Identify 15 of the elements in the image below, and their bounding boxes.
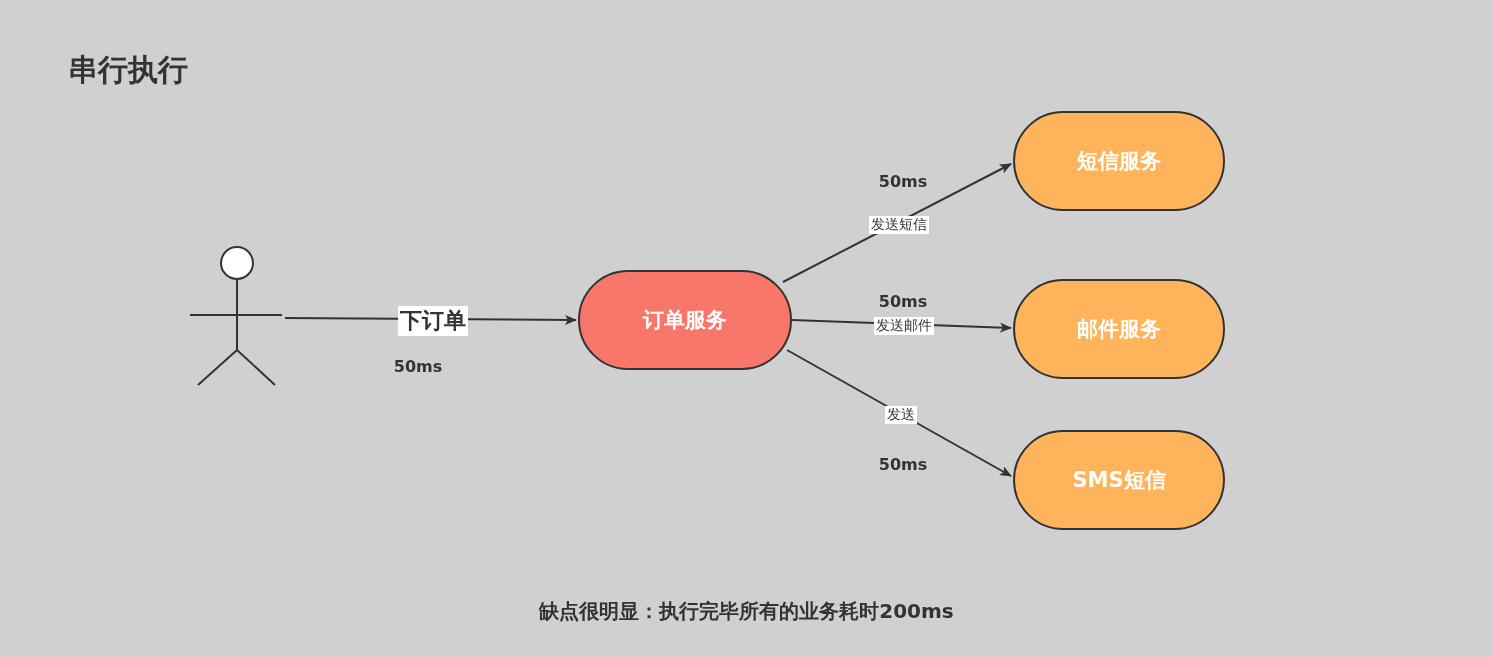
service-box: SMS短信 [1013, 430, 1225, 530]
arrow [786, 349, 1012, 477]
service-box: 邮件服务 [1013, 279, 1225, 379]
duration-label: 50ms [393, 356, 443, 376]
duration-label: 50ms [878, 291, 928, 311]
edge-label: 下订单 [397, 306, 468, 336]
duration-label: 50ms [878, 454, 928, 474]
edge-label: 发送邮件 [873, 317, 934, 335]
edge-label: 发送短信 [869, 216, 929, 234]
title: 串行执行 [68, 51, 188, 89]
service-box: 订单服务 [578, 270, 792, 370]
service-box: 短信服务 [1013, 111, 1225, 211]
edge-label: 发送 [885, 406, 917, 424]
caption: 缺点很明显：执行完毕所有的业务耗时200ms [537, 598, 955, 625]
duration-label: 50ms [878, 171, 928, 191]
